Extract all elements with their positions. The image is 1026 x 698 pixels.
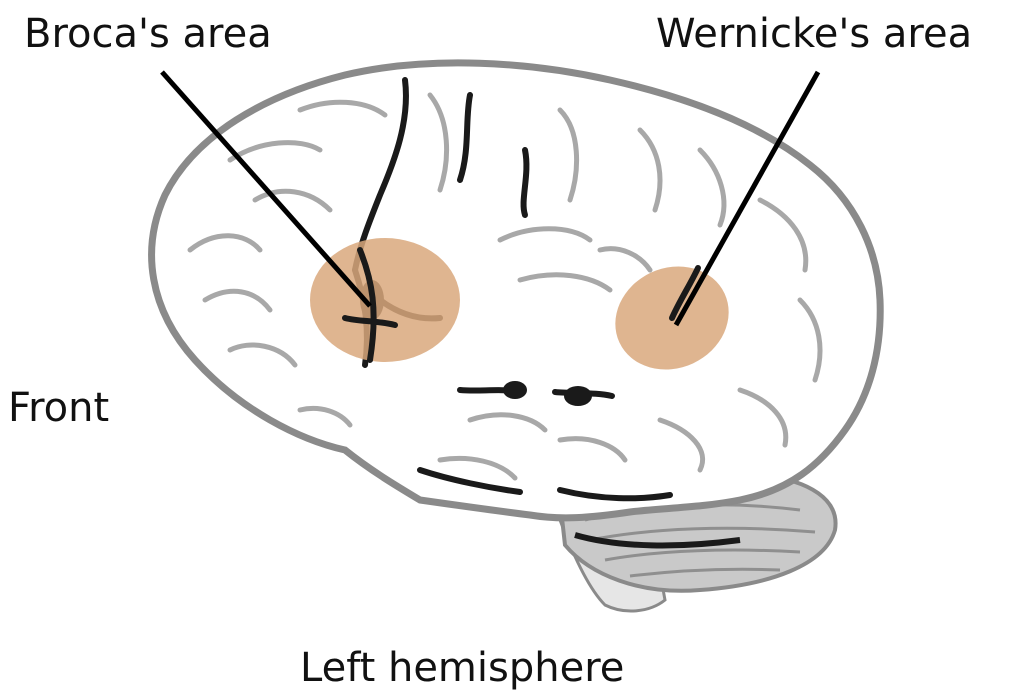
hemisphere-label: Left hemisphere [300, 648, 624, 688]
wernicke-area-label: Wernicke's area [656, 14, 972, 54]
front-label: Front [8, 388, 109, 428]
broca-area-label: Broca's area [24, 14, 272, 54]
broca-area-highlight [310, 238, 460, 362]
cerebrum [152, 63, 881, 518]
